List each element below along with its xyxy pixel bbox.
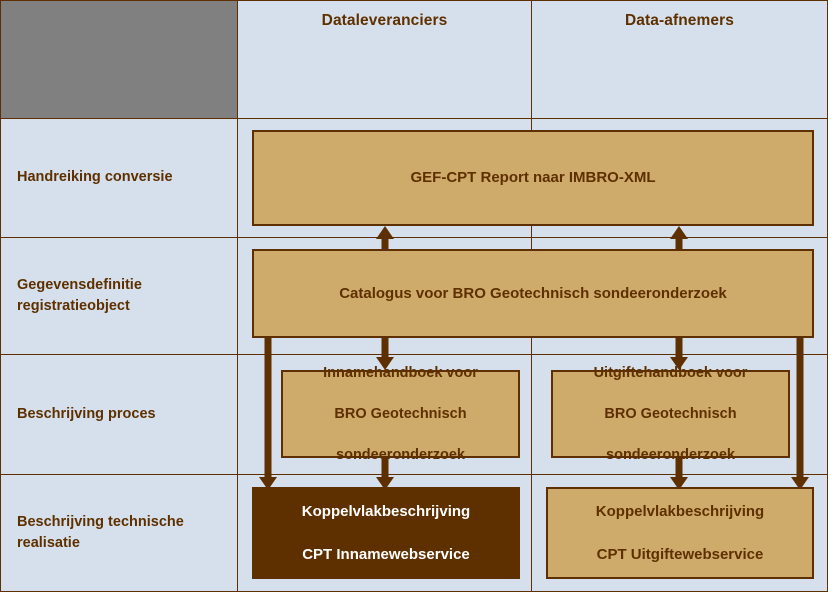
row-header-label: Beschrijving proces [17, 405, 156, 422]
connector-catalogus-to-gefcpt-right [670, 226, 688, 259]
box-catalogus-bro[interactable]: Catalogus voor BRO Geotechnisch sondeero… [252, 249, 814, 338]
box-label-line2: CPT Uitgiftewebservice [596, 545, 764, 563]
box-label-line3: sondeeronderzoek [606, 446, 735, 463]
row-header-gegevensdefinitie: Gegevensdefinitie registratieobject [0, 237, 238, 355]
box-label: Koppelvlakbeschrijving CPT Innamewebserv… [290, 501, 482, 565]
row-header-label: Handreiking conversie [17, 169, 173, 186]
row-header-label: Beschrijving technische realisatie [17, 513, 184, 551]
box-label-line1: Innamehandboek voor [323, 364, 478, 381]
box-gef-cpt-report[interactable]: GEF-CPT Report naar IMBRO-XML [252, 130, 814, 226]
box-label: Uitgiftehandboek voor BRO Geotechnisch s… [582, 363, 760, 466]
row-header-beschrijving-technische-realisatie: Beschrijving technische realisatie [0, 474, 238, 592]
box-label-line2: BRO Geotechnisch [334, 405, 467, 422]
connector-catalogus-to-koppelvlak-inname [259, 330, 277, 490]
connector-catalogus-to-gefcpt-left [376, 226, 394, 259]
connector-innamehandboek-to-koppelvlak-inname [376, 458, 394, 490]
box-label-line1: Uitgiftehandboek voor [593, 364, 748, 381]
box-label-line2: CPT Innamewebservice [302, 545, 470, 563]
column-header-label: Data-afnemers [625, 12, 734, 29]
connector-uitgiftehandboek-to-koppelvlak-uitgifte [670, 458, 688, 490]
box-koppelvlak-inname[interactable]: Koppelvlakbeschrijving CPT Innamewebserv… [252, 487, 520, 579]
row-header-label: Gegevensdefinitie registratieobject [17, 276, 142, 314]
box-koppelvlak-uitgifte[interactable]: Koppelvlakbeschrijving CPT Uitgiftewebse… [546, 487, 814, 579]
box-label: Catalogus voor BRO Geotechnisch sondeero… [339, 284, 727, 302]
box-label-line2: BRO Geotechnisch [604, 405, 737, 422]
box-label-line3: sondeeronderzoek [336, 446, 465, 463]
connector-catalogus-to-uitgiftehandboek [670, 330, 688, 370]
connector-catalogus-to-koppelvlak-uitgifte [791, 330, 809, 490]
connector-catalogus-to-innamehandboek [376, 330, 394, 370]
column-header-data-afnemers: Data-afnemers [531, 0, 828, 119]
box-label: Innamehandboek voor BRO Geotechnisch son… [311, 363, 490, 466]
box-label: Koppelvlakbeschrijving CPT Uitgiftewebse… [584, 501, 776, 565]
box-label: GEF-CPT Report naar IMBRO-XML [410, 169, 656, 187]
box-label-line1: Koppelvlakbeschrijving [301, 503, 471, 521]
row-header-handreiking-conversie: Handreiking conversie [0, 118, 238, 238]
row-header-beschrijving-proces: Beschrijving proces [0, 354, 238, 475]
column-header-dataleveranciers: Dataleveranciers [237, 0, 532, 119]
box-innamehandboek[interactable]: Innamehandboek voor BRO Geotechnisch son… [281, 365, 520, 463]
box-label-line1: Koppelvlakbeschrijving [595, 503, 765, 521]
box-uitgiftehandboek[interactable]: Uitgiftehandboek voor BRO Geotechnisch s… [551, 365, 790, 463]
column-header-label: Dataleveranciers [321, 12, 448, 29]
corner-blank-cell [0, 0, 238, 119]
